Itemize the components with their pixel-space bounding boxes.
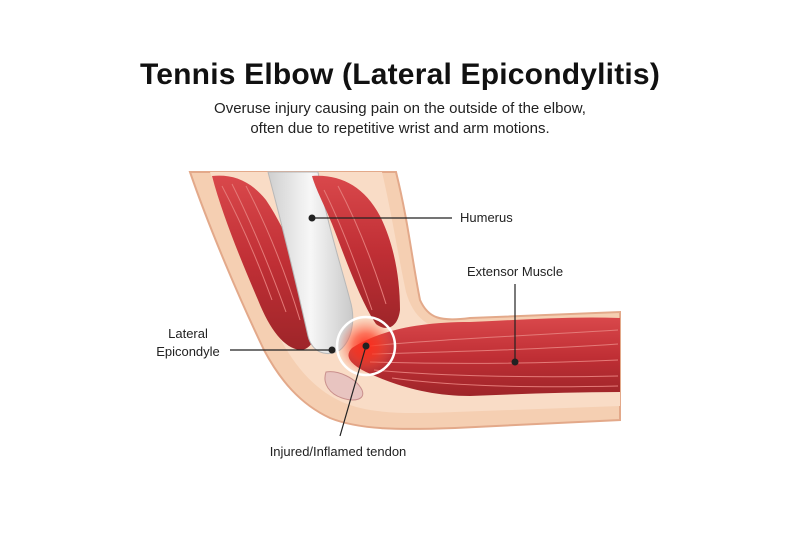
label-injured-tendon: Injured/Inflamed tendon — [270, 444, 407, 459]
upper-arm-muscle — [212, 175, 316, 350]
label-lateral-epicondyle-line2: Epicondyle — [156, 344, 220, 359]
upper-arm-muscle-right — [312, 175, 400, 328]
extensor-muscle-pointer — [511, 284, 519, 366]
forearm-extensor-muscle — [348, 317, 620, 396]
subtitle-line-2: often due to repetitive wrist and arm mo… — [250, 120, 550, 137]
injured-tendon-pointer — [339, 342, 370, 437]
label-humerus: Humerus — [460, 210, 513, 225]
diagram-title: Tennis Elbow (Lateral Epicondylitis) — [139, 58, 661, 91]
subtitle-line-1: Overuse injury causing pain on the outsi… — [214, 100, 586, 117]
ulna-olecranon — [324, 371, 364, 401]
humerus-pointer — [308, 214, 452, 222]
label-lateral-epicondyle-line1: Lateral — [168, 326, 208, 341]
label-extensor-muscle: Extensor Muscle — [467, 264, 563, 279]
diagram-subtitle: Overuse injury causing pain on the outsi… — [150, 99, 650, 139]
lateral-epicondyle-pointer — [230, 346, 336, 354]
